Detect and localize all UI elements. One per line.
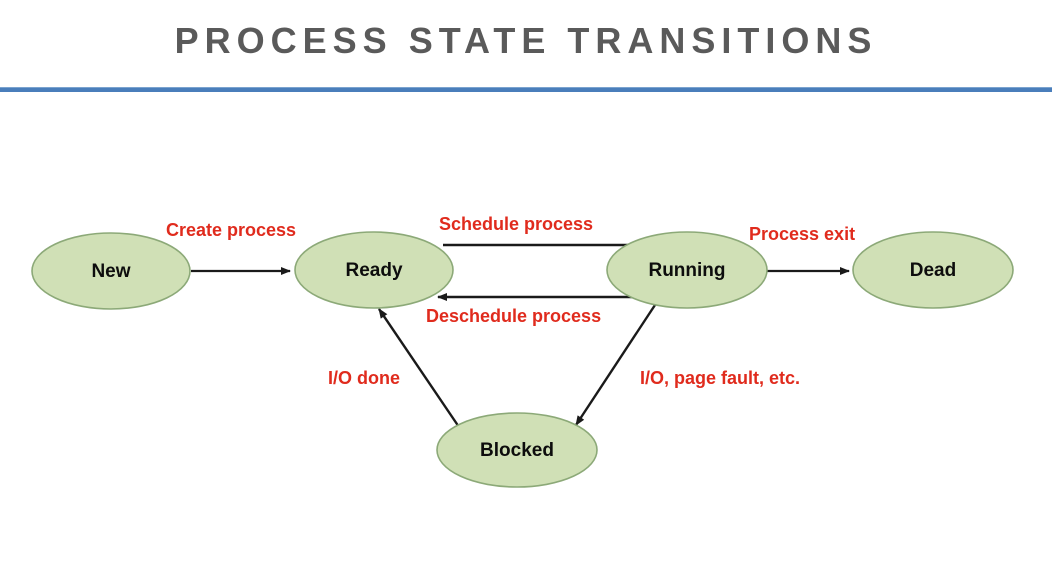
diagram-svg bbox=[31, 231, 1014, 488]
edge-io-page-fault bbox=[574, 304, 657, 426]
node-ready[interactable] bbox=[294, 231, 454, 309]
page-title: PROCESS STATE TRANSITIONS bbox=[174, 20, 878, 61]
edge-label-io-done: I/O done bbox=[328, 368, 400, 388]
title-divider bbox=[0, 87, 1052, 92]
node-blocked[interactable] bbox=[436, 412, 598, 488]
node-dead[interactable] bbox=[852, 231, 1014, 309]
node-new[interactable] bbox=[31, 232, 191, 310]
edge-label-schedule-process: Schedule process bbox=[439, 214, 594, 234]
edge-io-done bbox=[378, 308, 462, 431]
process-state-diagram: New Ready Running Dead Blocked Create pr… bbox=[0, 100, 1052, 566]
edge-label-io-page-fault: I/O, page fault, etc. bbox=[640, 368, 801, 388]
edge-label-deschedule-process: Deschedule process bbox=[426, 306, 602, 326]
node-running[interactable] bbox=[606, 231, 768, 309]
edge-label-create-process: Create process bbox=[166, 220, 297, 240]
edge-label-process-exit: Process exit bbox=[749, 224, 856, 244]
